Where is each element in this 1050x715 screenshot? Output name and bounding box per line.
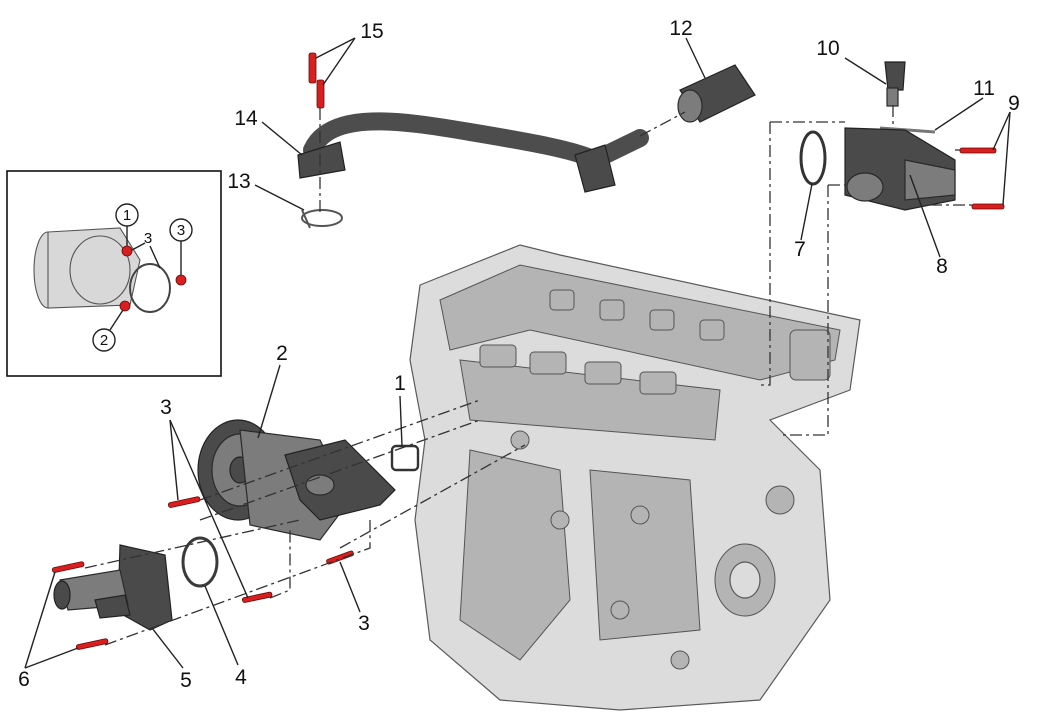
part-14-coolant-pipe <box>297 111 686 193</box>
part-1-gasket <box>390 444 420 472</box>
leader-lines <box>24 37 1011 669</box>
callout-1: 1 <box>394 372 406 395</box>
bolts-3 <box>167 496 354 603</box>
callout-5: 5 <box>180 669 192 692</box>
part-8-thermostat-housing <box>844 127 956 211</box>
bolts-6 <box>51 561 109 650</box>
callout-12: 12 <box>669 17 692 40</box>
callout-7: 7 <box>794 238 806 261</box>
inset-detail: 1 3 2 3 <box>6 170 222 377</box>
part-10-sensor <box>884 61 906 107</box>
inset-callout-3-circle: 3 <box>177 222 185 239</box>
inset-callout-3-plain: 3 <box>144 230 152 247</box>
part-13-clip <box>301 209 343 229</box>
engine-block <box>409 244 861 711</box>
part-9-bolts <box>959 147 1005 210</box>
alignment-lines-pump <box>84 399 526 646</box>
callout-labels: 1 2 3 3 4 5 6 7 8 9 10 11 12 14 13 15 <box>18 17 1020 692</box>
callout-13: 13 <box>227 170 250 193</box>
inset-callout-2: 2 <box>100 332 108 349</box>
part-2-water-pump <box>197 419 396 541</box>
callout-9: 9 <box>1008 92 1020 115</box>
part-7-seal <box>799 130 827 186</box>
part-12-connector <box>677 64 756 123</box>
callout-4: 4 <box>235 666 247 689</box>
callout-11: 11 <box>973 77 995 100</box>
callout-14: 14 <box>234 107 258 130</box>
callout-15: 15 <box>360 20 383 43</box>
callout-8: 8 <box>936 255 948 278</box>
callout-3-lower: 3 <box>358 612 370 635</box>
part-11-pin <box>879 126 936 134</box>
part-15-bolts <box>308 52 325 215</box>
inset-callout-1: 1 <box>123 207 131 224</box>
callout-6: 6 <box>18 668 30 691</box>
part-5-thermostat-housing <box>53 544 173 631</box>
callout-10: 10 <box>816 37 839 60</box>
part-4-o-ring <box>181 536 219 588</box>
callout-3-left: 3 <box>160 396 172 419</box>
alignment-lines-thermostat <box>760 105 972 436</box>
callout-2: 2 <box>276 342 288 365</box>
